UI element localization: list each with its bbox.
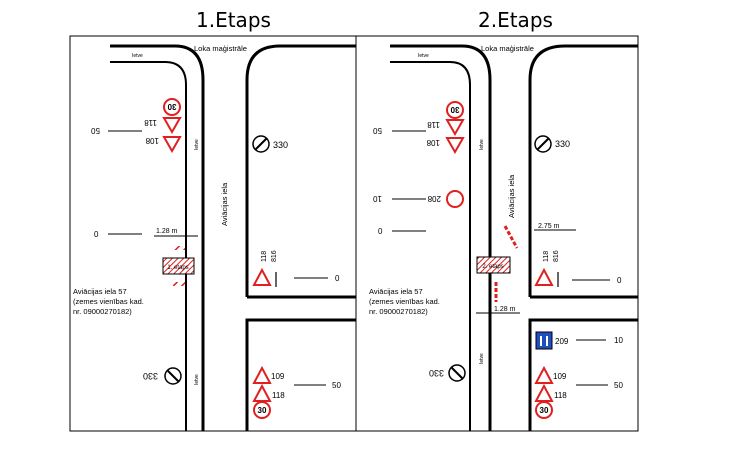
road-main-label-2: Loka maģistrāle [481,44,534,53]
distance-10-right-2: 10 [614,336,623,345]
work-zone-1 [162,257,195,275]
sign-109-label-2: 109 [553,372,567,381]
lane-label-mid-1: Ietve [194,139,200,150]
distance-50-left-1: 50 [91,126,100,135]
sign-816-right-label-2: 816 [553,250,560,262]
barrier-bottom-1 [173,282,185,286]
width-label-top-2: 2.75 m [538,223,560,230]
lane-label-top-1: Ietve [132,53,143,59]
narrowing-sign [162,136,182,154]
address-line-1b: (zemes vienības kad. [73,297,144,306]
road-left-inner-1 [110,61,187,431]
road-right-edge-top-1 [245,44,356,297]
width-label-bottom-2: 1.28 m [494,306,516,313]
sign-118-bottom-label-2: 118 [554,391,567,400]
panel-stage-2: Loka maģistrāle Ietve Aviācijas iela Iet… [355,35,639,432]
distance-0-left-2: 0 [378,227,383,236]
barrier-top-1 [173,246,185,250]
speed-limit-30-sign [163,98,181,116]
sign-109-label-1: 109 [271,372,285,381]
work-zone-label-1: 1. etaps [167,265,188,271]
road-lines-1 [110,44,356,431]
work-zone-label-2: 2. etaps [482,264,503,270]
road-left-edge-2 [390,44,492,431]
road-main-label-1: Loka maģistrāle [194,44,247,53]
road-right-edge-top-2 [528,44,638,297]
no-overtaking-sign-2 [446,190,464,208]
sign-330-top-label-2: 330 [555,139,570,149]
distance-50-right-1: 50 [332,381,341,390]
sign-118-label: 118 [144,118,157,127]
panel-2-frame [355,35,639,432]
lane-label-bottom-1: Ietve [194,374,200,385]
sign-118-right-label-1: 118 [261,251,268,262]
sign-330-top-label-1: 330 [273,140,288,150]
barrier-taper-top-2 [503,225,519,249]
narrowing-sign-2 [445,137,465,155]
lane-label-top-2: Ietve [418,53,429,59]
end-restriction-stroke-1b [166,369,180,383]
stage-1-title: 1.Etaps [196,8,271,32]
speed-limit-30-sign-right-1 [253,401,271,419]
panel-stage-1: Loka maģistrāle Ietve Aviācijas iela Iet… [69,35,357,432]
sign-816-right-label-1: 816 [271,250,278,262]
work-zone-2 [476,256,511,274]
road-works-sign-right-1 [252,267,272,286]
priority-arrows-icon [540,336,548,346]
road-left-inner-2 [390,61,471,431]
distance-0-left-1: 0 [94,230,99,239]
road-lines-2 [390,44,638,431]
end-restriction-stroke-1a [254,137,268,151]
sign-118-label-2: 118 [427,120,440,129]
road-right-edge-bottom-2 [528,318,638,431]
road-left-edge-1 [110,44,205,431]
road-right-edge-bottom-1 [245,318,356,431]
distance-50-right-2: 50 [614,381,623,390]
road-works-sign-right-bottom-2 [534,383,554,402]
road-works-sign-right-2 [534,267,554,286]
road-works-sign-right-bottom-1 [252,383,272,402]
width-label-1: 1.28 m [156,228,178,235]
road-side-label-1: Aviācijas iela [220,182,229,226]
distance-10-left-2: 10 [373,194,382,203]
narrowing-sign-right-2 [534,365,554,384]
end-restriction-stroke-2a [536,137,550,151]
sign-30-label-2: 30 [450,105,459,114]
sign-30-right-label-2: 30 [540,406,549,415]
address-line-2b: (zemes vienības kad. [369,297,440,306]
speed-limit-30-sign-2 [446,101,464,119]
sign-208-label-2: 208 [427,194,441,203]
address-line-2c: nr. 09000270182) [369,307,428,316]
sign-330-bottom-label-1: 330 [143,371,158,381]
address-line-2a: Aviācijas iela 57 [369,287,423,296]
speed-limit-30-sign-right-2 [535,401,553,419]
sign-118-bottom-label-1: 118 [272,391,285,400]
distance-0-right-2: 0 [617,276,622,285]
end-restriction-stroke-2b [450,366,464,380]
road-side-label-2: Aviācijas iela [507,174,516,218]
road-works-sign [162,117,182,135]
sign-108-label: 108 [145,136,159,145]
sign-330-bottom-label-2: 330 [429,368,444,378]
lane-label-bottom-2: Ietve [479,353,485,364]
address-line-1a: Aviācijas iela 57 [73,287,127,296]
sign-108-label-2: 108 [426,138,440,147]
priority-oncoming-sign-2 [535,331,553,350]
sign-30-label: 30 [167,102,176,111]
distance-0-right-1: 0 [335,274,340,283]
stage-2-title: 2.Etaps [478,8,553,32]
sign-30-right-label-1: 30 [258,406,267,415]
lane-label-mid-2: Ietve [479,139,485,150]
distance-50-left-2: 50 [373,126,382,135]
address-line-1c: nr. 09000270182) [73,307,132,316]
narrowing-sign-right-1 [252,365,272,384]
road-works-sign-2 [445,119,465,137]
sign-118-right-label-2: 118 [543,251,550,262]
sign-209-label-2: 209 [555,337,569,346]
